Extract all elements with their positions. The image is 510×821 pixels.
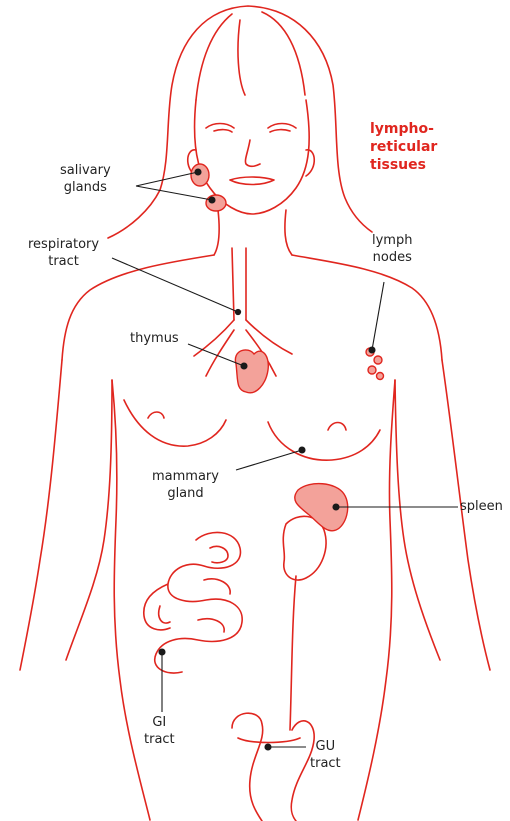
- lymph-node-3: [368, 366, 376, 374]
- label-respiratory-tract: respiratory tract: [28, 236, 99, 270]
- title-line-2: reticular: [370, 138, 437, 156]
- label-thymus-line-1: thymus: [130, 330, 179, 347]
- leader-lymph: [372, 282, 384, 350]
- label-gi-tract: GI tract: [144, 714, 175, 748]
- lymph-node-4: [377, 373, 384, 380]
- label-mammary-gland: mammary gland: [152, 468, 219, 502]
- label-lymph-line-2: nodes: [372, 249, 412, 266]
- breast-left: [268, 422, 380, 460]
- label-mammary-line-2: gland: [152, 485, 219, 502]
- label-gu-line-2: tract: [310, 755, 341, 772]
- label-salivary-line-1: salivary: [60, 162, 111, 179]
- eyes: [206, 124, 296, 133]
- kidney: [283, 516, 326, 580]
- leader-mammary: [236, 450, 302, 470]
- mouth: [230, 177, 274, 185]
- leader-salivary-2: [136, 186, 212, 200]
- label-spleen-line-1: spleen: [460, 498, 503, 515]
- leader-salivary-1: [136, 172, 198, 186]
- shoulder-line: [62, 255, 442, 360]
- label-salivary-line-2: glands: [60, 179, 111, 196]
- salivary-gland-submandibular: [206, 195, 226, 211]
- label-gu-line-1: GU: [310, 738, 341, 755]
- arm-right: [20, 360, 62, 670]
- torso-left: [358, 380, 395, 820]
- hair-strands: [196, 12, 305, 100]
- bladder: [232, 713, 314, 821]
- arm-left-inner: [395, 380, 440, 660]
- label-lymph-nodes: lymph nodes: [372, 232, 412, 266]
- label-mammary-line-1: mammary: [152, 468, 219, 485]
- title-line-3: tissues: [370, 156, 437, 174]
- neck: [214, 210, 292, 255]
- hair-outline: [108, 6, 372, 238]
- lymph-node-2: [374, 356, 382, 364]
- label-gi-line-2: tract: [144, 731, 175, 748]
- label-respiratory-line-2: tract: [28, 253, 99, 270]
- title-line-1: lympho-: [370, 120, 437, 138]
- label-thymus: thymus: [130, 330, 179, 347]
- label-gu-tract: GU tract: [310, 738, 341, 772]
- intestines-inner: [159, 579, 230, 632]
- diagram-title: lympho- reticular tissues: [370, 120, 437, 174]
- ureter: [290, 576, 296, 730]
- label-salivary-glands: salivary glands: [60, 162, 111, 196]
- nipples: [148, 412, 346, 430]
- breast-right: [124, 400, 226, 446]
- arm-right-inner: [66, 380, 112, 660]
- label-respiratory-line-1: respiratory: [28, 236, 99, 253]
- arm-left: [442, 360, 490, 670]
- label-lymph-line-1: lymph: [372, 232, 412, 249]
- torso-right: [112, 380, 150, 820]
- label-gi-line-1: GI: [144, 714, 175, 731]
- label-spleen: spleen: [460, 498, 503, 515]
- leader-respiratory: [112, 258, 238, 312]
- thymus-organ: [235, 350, 268, 393]
- salivary-gland-parotid: [191, 164, 209, 186]
- nose: [245, 140, 260, 166]
